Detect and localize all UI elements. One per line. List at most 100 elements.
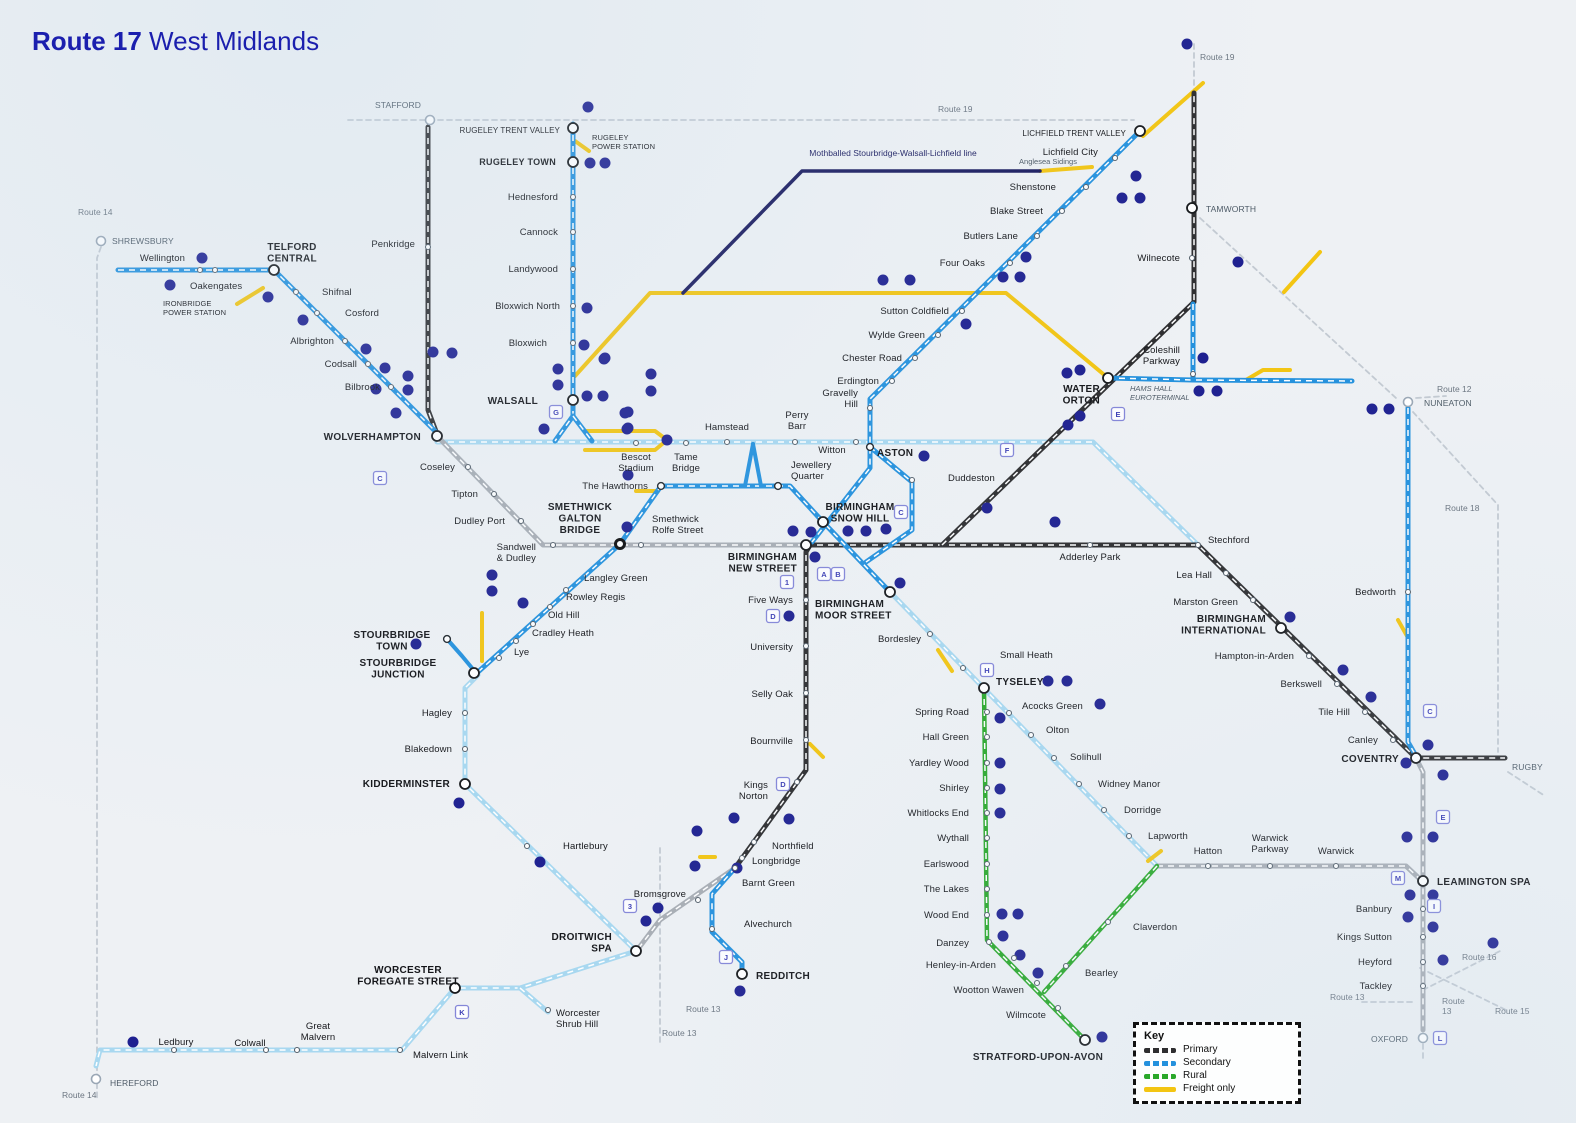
junction-letter-box: [779, 574, 795, 590]
junction-letter: D: [770, 612, 776, 621]
map-label: NUNEATON: [1424, 398, 1472, 408]
station-tick: [1389, 736, 1397, 744]
station-tick: [908, 476, 916, 484]
station-tick: [985, 938, 993, 946]
kidderminster-line-hatch: [464, 674, 637, 952]
interchange-station: [1417, 875, 1429, 887]
terminal-dot: [1042, 675, 1054, 687]
key-item: Rural: [1144, 1071, 1290, 1081]
map-label: Blakedown: [405, 744, 452, 755]
station-tick: [723, 438, 731, 446]
station-tick: [1333, 680, 1341, 688]
terminal-dot: [1232, 256, 1244, 268]
offmap-terminal: [424, 114, 436, 126]
station-tick: [464, 463, 472, 471]
terminal-dot: [581, 390, 593, 402]
junction-letter: C: [898, 508, 904, 517]
map-label: Yardley Wood: [909, 758, 969, 769]
stafford-wolverhampton-line: [425, 124, 440, 437]
station-tick: [1194, 541, 1202, 549]
rugby-continuation: [1507, 771, 1546, 797]
terminal-dot: [1020, 251, 1032, 263]
terminal-dot: [517, 597, 529, 609]
station-markers: [90, 114, 1429, 1085]
map-label: Longbridge: [752, 856, 801, 867]
junction-letter: I: [1433, 902, 1435, 911]
station-tick: [1188, 254, 1196, 262]
route-18-continuation: [1412, 411, 1499, 753]
station-tick: [983, 885, 991, 893]
station-tick: [529, 620, 537, 628]
map-label: Route 15: [1495, 1006, 1530, 1016]
station-tick: [958, 307, 966, 315]
terminal-dot: [486, 585, 498, 597]
interchange-station: [736, 968, 748, 980]
kings-norton-spur: [808, 742, 825, 759]
leamington-oxford-line: [1413, 755, 1426, 1033]
terminal-dot: [402, 370, 414, 382]
junction-letter-box: [1110, 406, 1126, 422]
terminal-dot: [1134, 192, 1146, 204]
terminal-dot: [1061, 367, 1073, 379]
map-label: The Hawthorns: [582, 481, 648, 492]
map-label: Cosford: [345, 308, 379, 319]
station-tick: [1033, 979, 1041, 987]
map-label: TAMWORTH: [1206, 204, 1256, 214]
map-label: Route 18: [1445, 503, 1480, 513]
map-label: Banbury: [1356, 904, 1392, 915]
shrub-hill-spur: [517, 985, 551, 1015]
station-tick: [888, 377, 896, 385]
station-tick: [549, 541, 557, 549]
terminal-dot: [734, 985, 746, 997]
station-tick: [1189, 370, 1197, 378]
terminal-dot: [599, 352, 611, 364]
terminal-dot: [877, 274, 889, 286]
map-label: Route 14: [62, 1090, 97, 1100]
terminal-dot: [1130, 170, 1142, 182]
map-label: Erdington: [837, 376, 879, 387]
terminal-dot: [453, 797, 465, 809]
station-tick: [1305, 652, 1313, 660]
terminal-dot: [538, 423, 550, 435]
key-line-swatch: [1144, 1060, 1176, 1066]
terminal-dot: [860, 525, 872, 537]
map-label: Cradley Heath: [532, 628, 594, 639]
terminal-dot: [1366, 403, 1378, 415]
key-line-label: Secondary: [1183, 1057, 1231, 1068]
station-tick: [1332, 862, 1340, 870]
station-tick: [852, 438, 860, 446]
interchange-station: [1079, 1034, 1091, 1046]
junction-letter-box: [893, 504, 909, 520]
junction-letter-box: [622, 898, 638, 914]
map-label: WOLVERHAMPTON: [324, 432, 421, 443]
route-15-continuation: [1419, 967, 1507, 1011]
station-tick: [1058, 207, 1066, 215]
telford-line-hatch: [118, 269, 438, 434]
station-tick: [387, 383, 395, 391]
station-tick: [983, 860, 991, 868]
station-tick: [1033, 232, 1041, 240]
station-tick: [490, 490, 498, 498]
station-tick: [959, 664, 967, 672]
map-label: Whitlocks End: [908, 808, 970, 819]
junction-letter-box: [1435, 809, 1451, 825]
map-label: Henley-in-Arden: [926, 960, 996, 971]
hatton-spur: [1146, 849, 1163, 863]
terminal-dot: [1427, 889, 1439, 901]
sutton-park-freight-line: [573, 291, 1110, 380]
station-stop: [865, 442, 875, 452]
station-tick: [544, 1006, 552, 1014]
key-line-label: Primary: [1183, 1044, 1218, 1055]
terminal-dot: [597, 390, 609, 402]
terminal-dot: [402, 384, 414, 396]
station-tick: [1082, 183, 1090, 191]
map-label: Butlers Lane: [963, 231, 1018, 242]
station-tick: [983, 784, 991, 792]
interchange-station: [817, 516, 829, 528]
